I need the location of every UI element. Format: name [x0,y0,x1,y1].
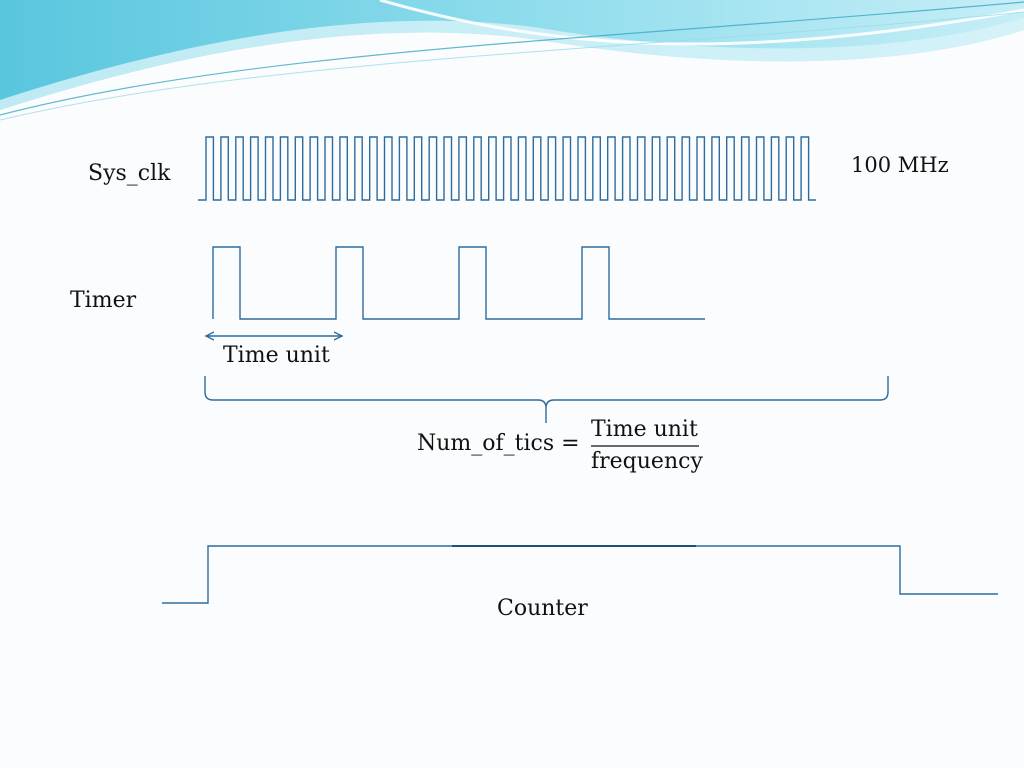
frequency-label: 100 MHz [851,153,949,177]
counter-label: Counter [497,596,588,621]
sys-clk-label: Sys_clk [88,161,171,186]
formula-denominator: frequency [591,449,703,474]
timer-waveform [212,246,705,320]
formula-numerator: Time unit [591,417,698,442]
time-unit-label: Time unit [223,343,330,368]
sys-clk-waveform [198,136,816,201]
span-brace [204,376,889,423]
counter-waveform [162,545,998,604]
header-wave-decoration [0,0,1024,121]
formula-lhs: Num_of_tics = [417,431,580,456]
timer-label: Timer [70,288,137,313]
